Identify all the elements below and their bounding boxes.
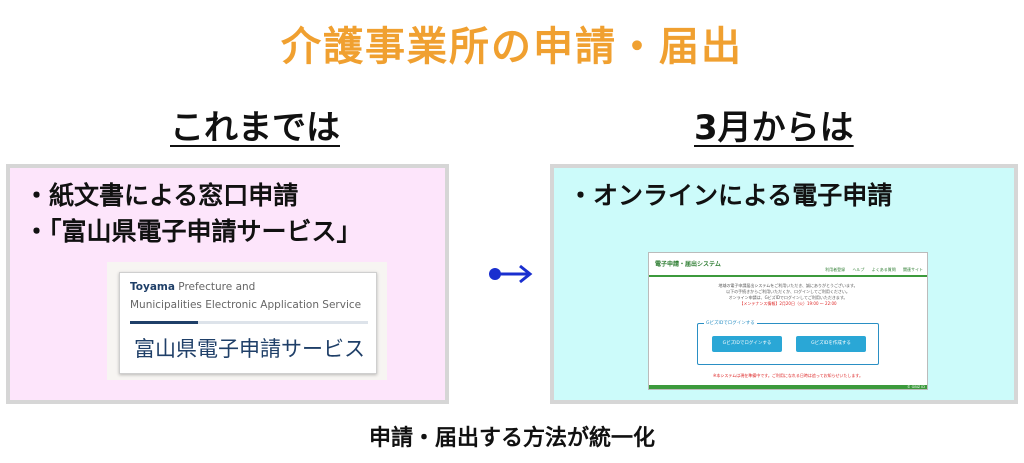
page-title: 介護事業所の申請・届出 — [281, 24, 743, 70]
screenshot-login-button: GビズIDでログインする — [712, 336, 782, 352]
logo-japanese-name: 富山県電子申請サービス — [134, 337, 365, 361]
logo-english-rest: Prefecture and — [174, 281, 256, 293]
screenshot-login-label: GビズIDでログインする — [704, 320, 757, 326]
logo-divider-accent — [130, 321, 198, 324]
before-panel: ・紙文書による窓口申請 ・「富山県電子申請サービス」 Toyama Prefec… — [6, 164, 449, 404]
after-panel: ・オンラインによる電子申請 電子申請・届出システム 利用者登録 ヘルプ よくある… — [550, 164, 1018, 404]
logo-frame: Toyama Prefecture and Municipalities Ele… — [119, 272, 377, 374]
logo-english-line1: Toyama Prefecture and — [130, 281, 255, 293]
logo-toyama-word: Toyama — [130, 281, 175, 293]
screenshot-text-line: 地域の電子申請届出システムをご利用いただき、誠にありがとうございます。 — [718, 283, 858, 288]
screenshot-text-line: 以下の手続きからご利用いただくか、ログインしてご利用ください。 — [726, 289, 850, 294]
screenshot-nav-item: よくある質問 — [871, 267, 896, 272]
screenshot-nav-item: ヘルプ — [852, 267, 865, 272]
bullet-online-application: ・オンラインによる電子申請 — [568, 181, 893, 210]
screenshot-maintenance-line: 【メンテナンス情報】2月20日（火）19:00 ～ 22:00 — [739, 301, 837, 306]
screenshot-nav: 利用者登録 ヘルプ よくある質問 関連サイト — [819, 267, 923, 273]
system-screenshot: 電子申請・届出システム 利用者登録 ヘルプ よくある質問 関連サイト 地域の電子… — [648, 252, 928, 390]
screenshot-footer-tag: © GBIZ ID — [907, 385, 925, 389]
screenshot-text-line: オンライン申請は、GビズIDでログインしてご利用いただきます。 — [728, 295, 848, 300]
right-arrow-icon — [489, 264, 533, 284]
bullet-toyama-service: ・「富山県電子申請サービス」 — [24, 217, 362, 246]
right-heading: 3月からは — [694, 108, 854, 148]
bullet-paper-window: ・紙文書による窓口申請 — [24, 181, 299, 210]
screenshot-nav-item: 利用者登録 — [825, 267, 846, 272]
screenshot-login-box: GビズIDでログインする GビズIDでログインする GビズIDを作成する — [697, 320, 879, 365]
screenshot-nav-item: 関連サイト — [903, 267, 923, 272]
toyama-service-logo: Toyama Prefecture and Municipalities Ele… — [107, 262, 387, 380]
logo-divider — [130, 321, 368, 324]
left-heading: これまでは — [170, 108, 340, 148]
screenshot-create-id-button: GビズIDを作成する — [796, 336, 866, 352]
logo-english-line2: Municipalities Electronic Application Se… — [130, 299, 362, 311]
screenshot-header: 電子申請・届出システム 利用者登録 ヘルプ よくある質問 関連サイト — [649, 253, 927, 277]
screenshot-footer-bar: © GBIZ ID — [649, 385, 927, 389]
unification-caption: 申請・届出する方法が統一化 — [368, 426, 655, 451]
screenshot-title: 電子申請・届出システム — [655, 261, 721, 268]
screenshot-footer-notice: ※本システムは現在準備中です。ご利用になれる日時は追ってお知らせいたします。 — [712, 373, 864, 378]
